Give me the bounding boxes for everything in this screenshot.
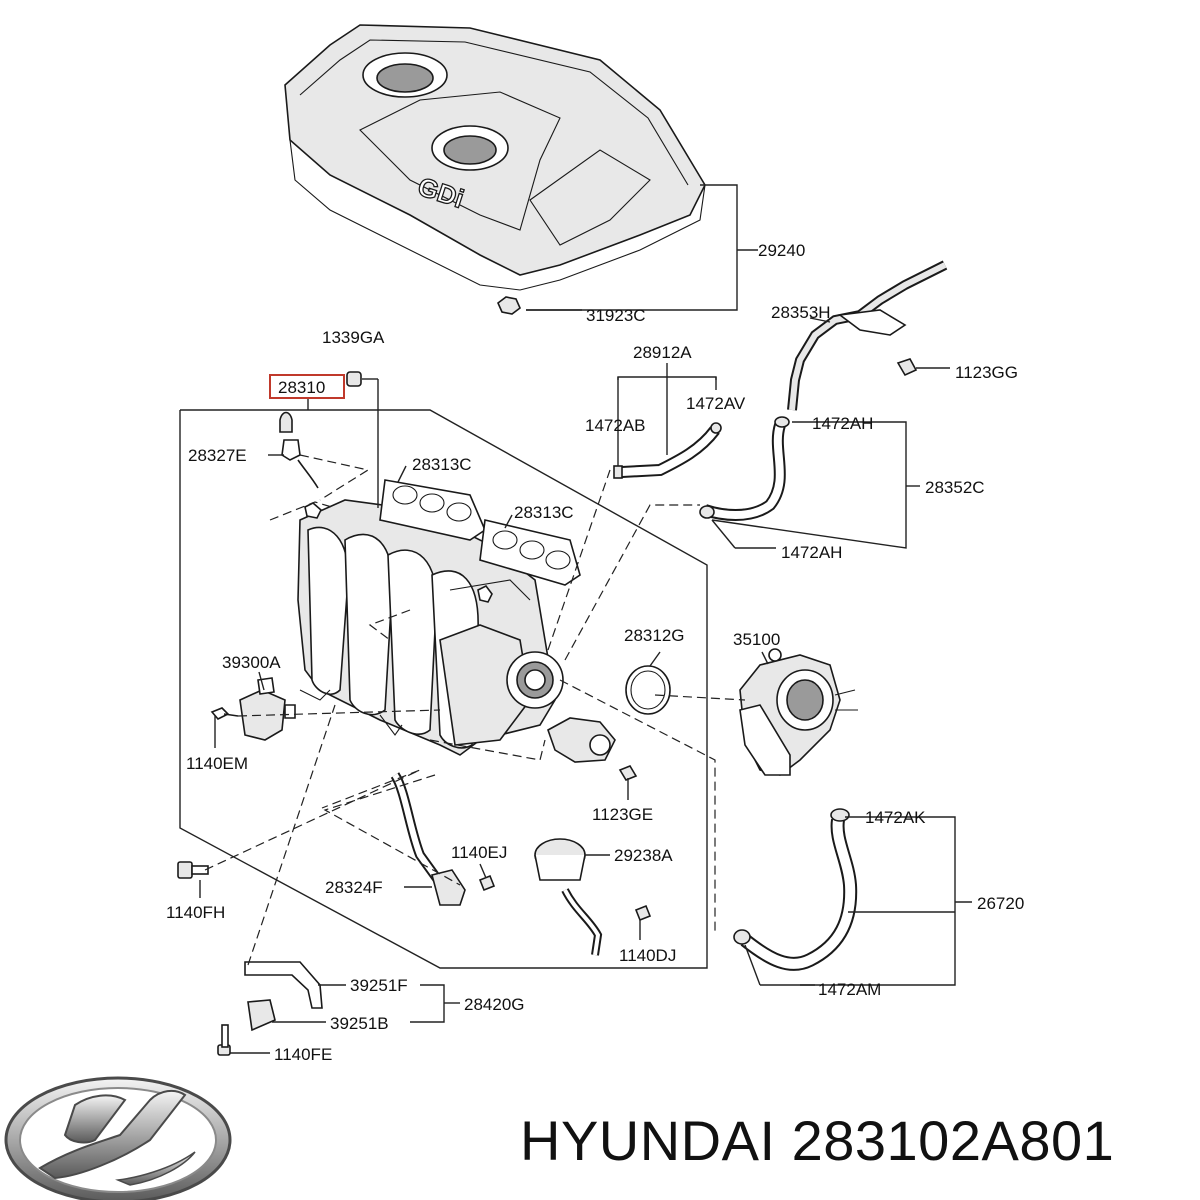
hose-28912a xyxy=(613,422,722,479)
label-1472ab: 1472AB xyxy=(585,416,646,435)
label-39300a: 39300A xyxy=(222,653,281,672)
hyundai-logo xyxy=(4,1076,232,1200)
label-28912a: 28912A xyxy=(633,343,692,362)
label-1140em: 1140EM xyxy=(186,754,248,773)
bolt-1140fh-icon xyxy=(177,861,209,879)
label-28310-highlighted: 28310 xyxy=(278,378,325,397)
nut-1339ga-icon xyxy=(346,371,362,387)
gasket-28313c-upper xyxy=(379,479,486,541)
bracket-39251f xyxy=(244,961,323,1009)
label-1140fh: 1140FH xyxy=(166,903,225,922)
bolt-1123gg-icon xyxy=(896,358,918,377)
label-28313c-upper: 28313C xyxy=(412,455,472,474)
coolant-pipe-28353h xyxy=(787,260,948,411)
highlight-box xyxy=(269,374,345,399)
hose-26720 xyxy=(733,808,858,971)
hose-28352c xyxy=(699,416,790,521)
throttle-body-35100 xyxy=(739,648,858,776)
map-sensor-39300a xyxy=(210,677,296,741)
label-28324f: 28324F xyxy=(325,878,383,897)
label-28327e: 28327E xyxy=(188,446,247,465)
purge-valve-29238a xyxy=(534,838,603,956)
label-1472am: 1472AM xyxy=(818,980,881,999)
label-1140ej: 1140EJ xyxy=(451,843,507,862)
label-1339ga: 1339GA xyxy=(322,328,385,347)
label-28420g: 28420G xyxy=(464,995,525,1014)
label-35100: 35100 xyxy=(733,630,780,649)
label-1140dj: 1140DJ xyxy=(619,946,676,965)
label-1140fe: 1140FE xyxy=(274,1045,332,1064)
pcv-cap-28327e xyxy=(279,411,319,489)
label-29240: 29240 xyxy=(758,241,805,260)
label-28352c: 28352C xyxy=(925,478,985,497)
part-number: 283102A801 xyxy=(791,1109,1115,1172)
label-28353h: 28353H xyxy=(771,303,831,322)
label-1123ge: 1123GE xyxy=(592,805,653,824)
label-26720: 26720 xyxy=(977,894,1024,913)
label-28312g: 28312G xyxy=(624,626,685,645)
label-31923c: 31923C xyxy=(586,306,646,325)
assembly-outline xyxy=(179,409,708,969)
gasket-ring-28312g xyxy=(625,665,671,715)
label-29238a: 29238A xyxy=(614,846,673,865)
valve-28324f xyxy=(431,869,466,906)
engine-cover: GDi xyxy=(284,24,706,315)
label-1472ah-upper: 1472AH xyxy=(812,414,873,433)
label-1472av: 1472AV xyxy=(686,394,746,413)
label-28313c-lower: 28313C xyxy=(514,503,574,522)
label-1123gg: 1123GG xyxy=(955,363,1018,382)
actuator xyxy=(547,717,638,781)
nut-31923c-icon xyxy=(497,296,521,315)
label-39251f: 39251F xyxy=(350,976,408,995)
bolt-1140ej-icon xyxy=(478,874,496,892)
label-39251b: 39251B xyxy=(330,1014,389,1033)
label-1472ak: 1472AK xyxy=(865,808,926,827)
bolt-1140fe-icon xyxy=(217,1024,231,1056)
label-1472ah-lower: 1472AH xyxy=(781,543,842,562)
brand-name: HYUNDAI xyxy=(520,1109,776,1172)
bracket-39251b xyxy=(247,999,276,1032)
footer-title: HYUNDAI 283102A801 xyxy=(520,1108,1114,1173)
bolt-1140dj-icon xyxy=(634,904,652,922)
